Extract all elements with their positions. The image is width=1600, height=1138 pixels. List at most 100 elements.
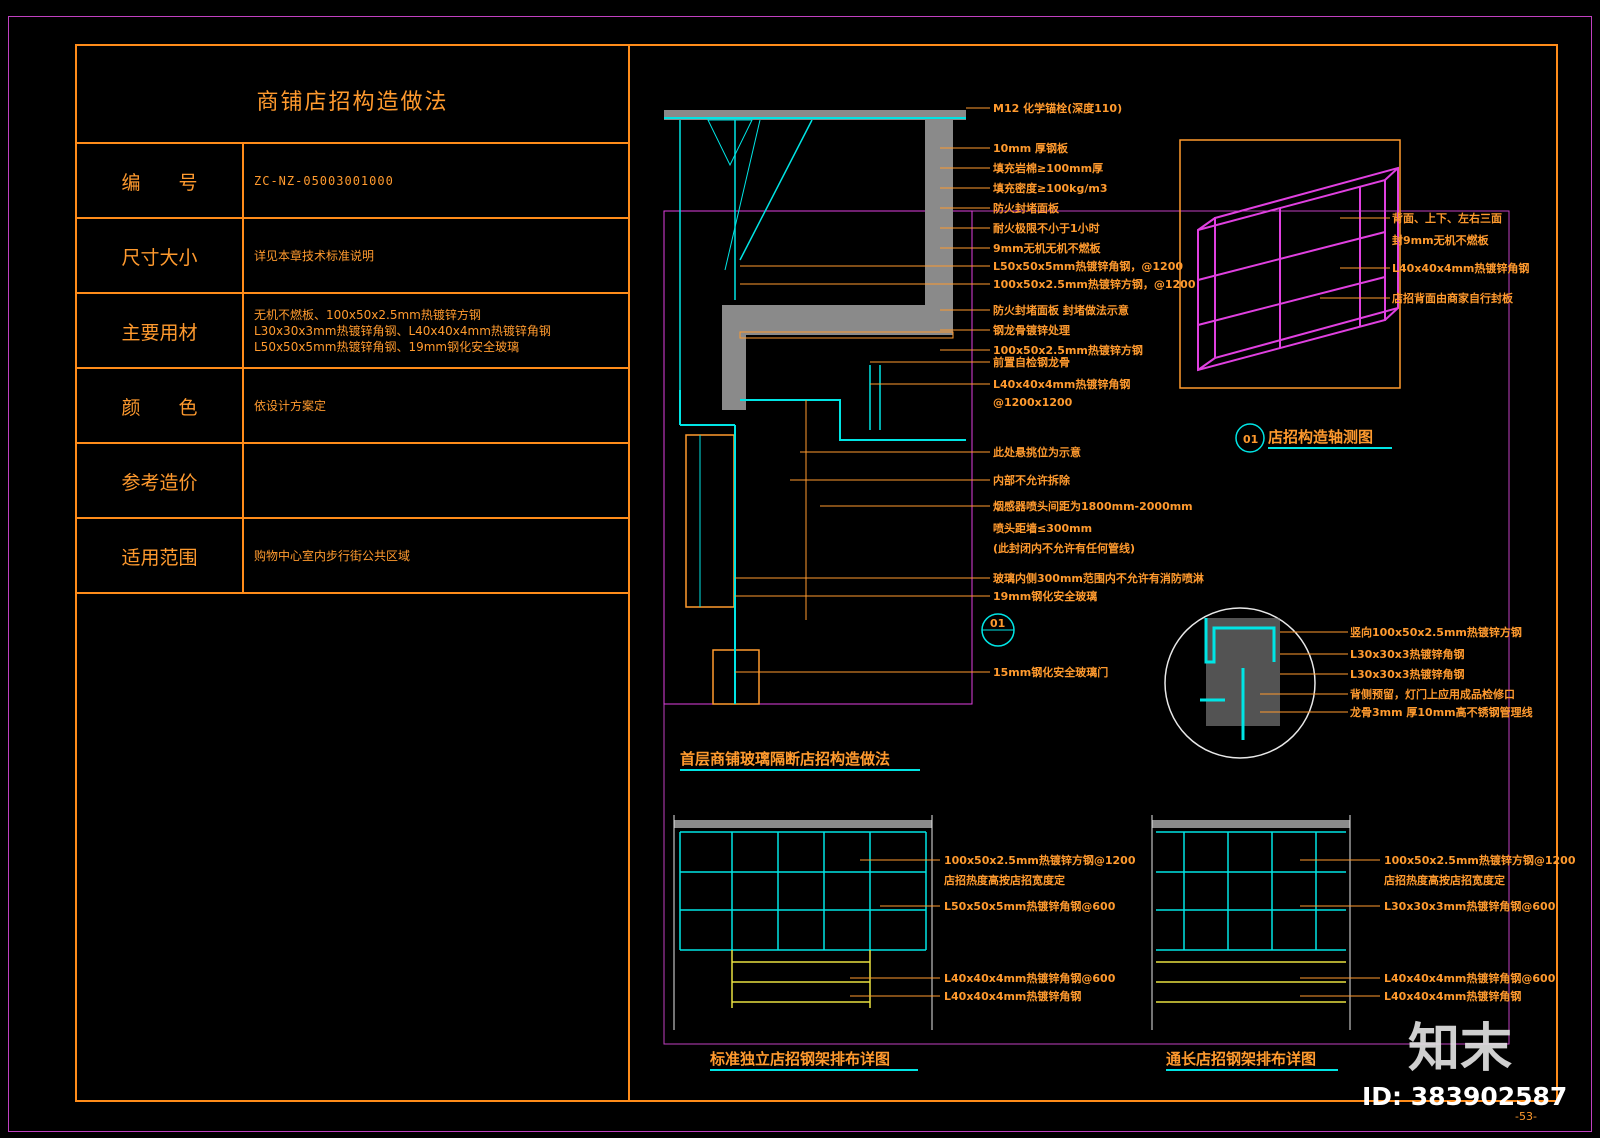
table-line [77,367,628,369]
row-label-cost: 参考造价 [121,471,198,494]
value-line: 详见本章技术标准说明 [254,249,375,263]
row-label-materials: 主要用材 [121,321,198,344]
table-line [77,292,628,294]
row-label-color: 颜 色 [121,396,198,419]
iso-frame [1197,166,1399,372]
value-line: 购物中心室内步行街公共区域 [254,549,411,563]
detail-annotation: 背侧预留，灯门上应用成品检修口 [1350,687,1515,701]
elev-left-annotation: L40x40x4mm热镀锌角钢 [944,989,1081,1003]
section-annotation: M12 化学锚栓(深度110) [993,101,1122,115]
panel-bottom [722,305,953,335]
elev-left-caption: 标准独立店招钢架排布详图 [709,1050,890,1068]
section-annotation: 玻璃内侧300mm范围内不允许有消防喷淋 [993,571,1204,585]
row-label-size: 尺寸大小 [121,246,198,269]
elev-left-annotation: L50x50x5mm热镀锌角钢@600 [944,899,1116,913]
section-annotation: 100x50x2.5mm热镀锌方钢 [993,343,1143,357]
glass-frame [685,434,735,608]
round-detail: 竖向100x50x2.5mm热镀锌方钢 L30x30x3热镀锌角钢 L30x30… [1164,607,1533,759]
row-value-materials: 无机不燃板、100x50x2.5mm热镀锌方钢 L30x30x3mm热镀锌角钢、… [254,294,622,368]
iso-annotations: 背面、上下、左右三面 封9mm无机不燃板 L40x40x4mm热镀锌角钢 店招背… [1392,211,1529,305]
detail-leaders [1260,631,1348,713]
section-annotation: L40x40x4mm热镀锌角钢 [993,377,1130,391]
section-caption: 首层商铺玻璃隔断店招构造做法 [680,750,890,768]
elev-left-annotation: 店招热度高按店招宽度定 [944,873,1065,887]
iso-annotation: 店招背面由商家自行封板 [1392,291,1514,305]
section-callout: 01 [990,617,1005,630]
row-value-size: 详见本章技术标准说明 [254,219,622,293]
elev-right-annotation: L40x40x4mm热镀锌角钢@600 [1384,971,1556,985]
sheet-divider [628,44,630,1102]
sheet-inner-frame [75,44,1558,1102]
panel-trim [739,331,954,339]
table-line [77,442,628,444]
iso-annotation: 背面、上下、左右三面 [1392,211,1502,225]
section-annotation: 内部不允许拆除 [993,473,1071,487]
elev-left-annotations: 100x50x2.5mm热镀锌方钢@1200 店招热度高按店招宽度定 L50x5… [944,853,1136,1003]
page-number: -53- [1515,1110,1537,1123]
section-leaders [735,107,990,673]
iso-caption: 店招构造轴测图 [1268,428,1373,446]
elev-left-leaders [850,859,940,997]
elev-right-leaders [1300,859,1380,997]
ceiling-line [758,399,966,441]
panel-right [925,120,953,325]
section-annotation: 填充密度≥100kg/m3 [993,181,1108,195]
section-annotation: 烟感器喷头间距为1800mm-2000mm [993,499,1193,513]
elev-base [1156,961,1346,1003]
iso-border [1179,139,1401,389]
anchor-cone [707,119,753,167]
table-column-line [242,143,244,593]
section-annotation: 防火封堵面板 [993,201,1060,215]
elev-base [731,950,871,1008]
section-annotations: M12 化学锚栓(深度110) 10mm 厚钢板 填充岩棉≥100mm厚 填充密… [993,101,1204,679]
section-annotation: L50x50x5mm热镀锌角钢，@1200 [993,259,1183,273]
elevation-right: 100x50x2.5mm热镀锌方钢@1200 店招热度高按店招宽度定 L30x3… [1151,815,1576,1071]
section-annotation: 喷头距墙≤300mm [993,521,1092,535]
section-annotation: 此处悬挑位为示意 [993,445,1081,459]
row-value-scope: 购物中心室内步行街公共区域 [254,519,622,593]
elev-grid [679,831,927,951]
table-line [77,142,628,144]
section-annotation: 10mm 厚钢板 [993,141,1069,155]
detail-annotations: 竖向100x50x2.5mm热镀锌方钢 L30x30x3热镀锌角钢 L30x30… [1349,625,1533,719]
section-annotation: 9mm无机无机不燃板 [993,241,1102,255]
section-annotation: @1200x1200 [993,396,1073,409]
elev-right-annotations: 100x50x2.5mm热镀锌方钢@1200 店招热度高按店招宽度定 L30x3… [1384,853,1576,1003]
section-annotation: 填充岩棉≥100mm厚 [993,161,1103,175]
table-title: 商铺店招构造做法 [256,90,449,115]
row-label-scope: 适用范围 [121,546,198,569]
sheet-outer-frame [8,16,1592,1132]
iso-annotation: L40x40x4mm热镀锌角钢 [1392,261,1529,275]
section-clip-box [663,210,973,705]
section-view: M12 化学锚栓(深度110) 10mm 厚钢板 填充岩棉≥100mm厚 填充密… [663,101,1510,1045]
elev-right-annotation: 店招热度高按店招宽度定 [1384,873,1505,887]
table-line [77,217,628,219]
table-line [77,592,628,594]
row-value-color: 依设计方案定 [254,369,622,443]
elevation-left: 100x50x2.5mm热镀锌方钢@1200 店招热度高按店招宽度定 L50x5… [673,815,1136,1071]
section-annotation: 100x50x2.5mm热镀锌方钢，@1200 [993,277,1196,291]
brace [739,119,813,261]
detail-annotation: 竖向100x50x2.5mm热镀锌方钢 [1350,625,1522,639]
detail-channel [1204,618,1276,664]
panel-left [722,305,746,410]
section-annotation: (此封闭内不允许有任何管线) [993,541,1135,555]
value-line: L50x50x5mm热镀锌角钢、19mm钢化安全玻璃 [254,340,520,354]
watermark-id: ID: 383902587 [1362,1082,1568,1111]
elev-right-annotation: 100x50x2.5mm热镀锌方钢@1200 [1384,853,1576,867]
table-line [77,517,628,519]
section-annotation: 防火封堵面板 封堵做法示意 [993,303,1129,317]
detail-annotation: 龙骨3mm 厚10mm高不锈钢管理线 [1349,705,1533,719]
detail-annotation: L30x30x3热镀锌角钢 [1350,647,1464,661]
iso-view: 背面、上下、左右三面 封9mm无机不燃板 L40x40x4mm热镀锌角钢 店招背… [1179,139,1529,453]
value-line: L30x30x3mm热镀锌角钢、L40x40x4mm热镀锌角钢 [254,324,551,338]
section-annotation: 前置自检钢龙骨 [993,355,1070,369]
iso-leaders [1320,217,1390,299]
section-annotation: 钢龙骨镀锌处理 [993,323,1070,337]
brace [724,119,761,271]
elev-right-caption: 通长店招钢架排布详图 [1166,1050,1316,1068]
iso-callout-circle [1235,423,1265,453]
watermark-logo: 知末 [1408,1019,1513,1079]
elev-slab [674,820,932,828]
